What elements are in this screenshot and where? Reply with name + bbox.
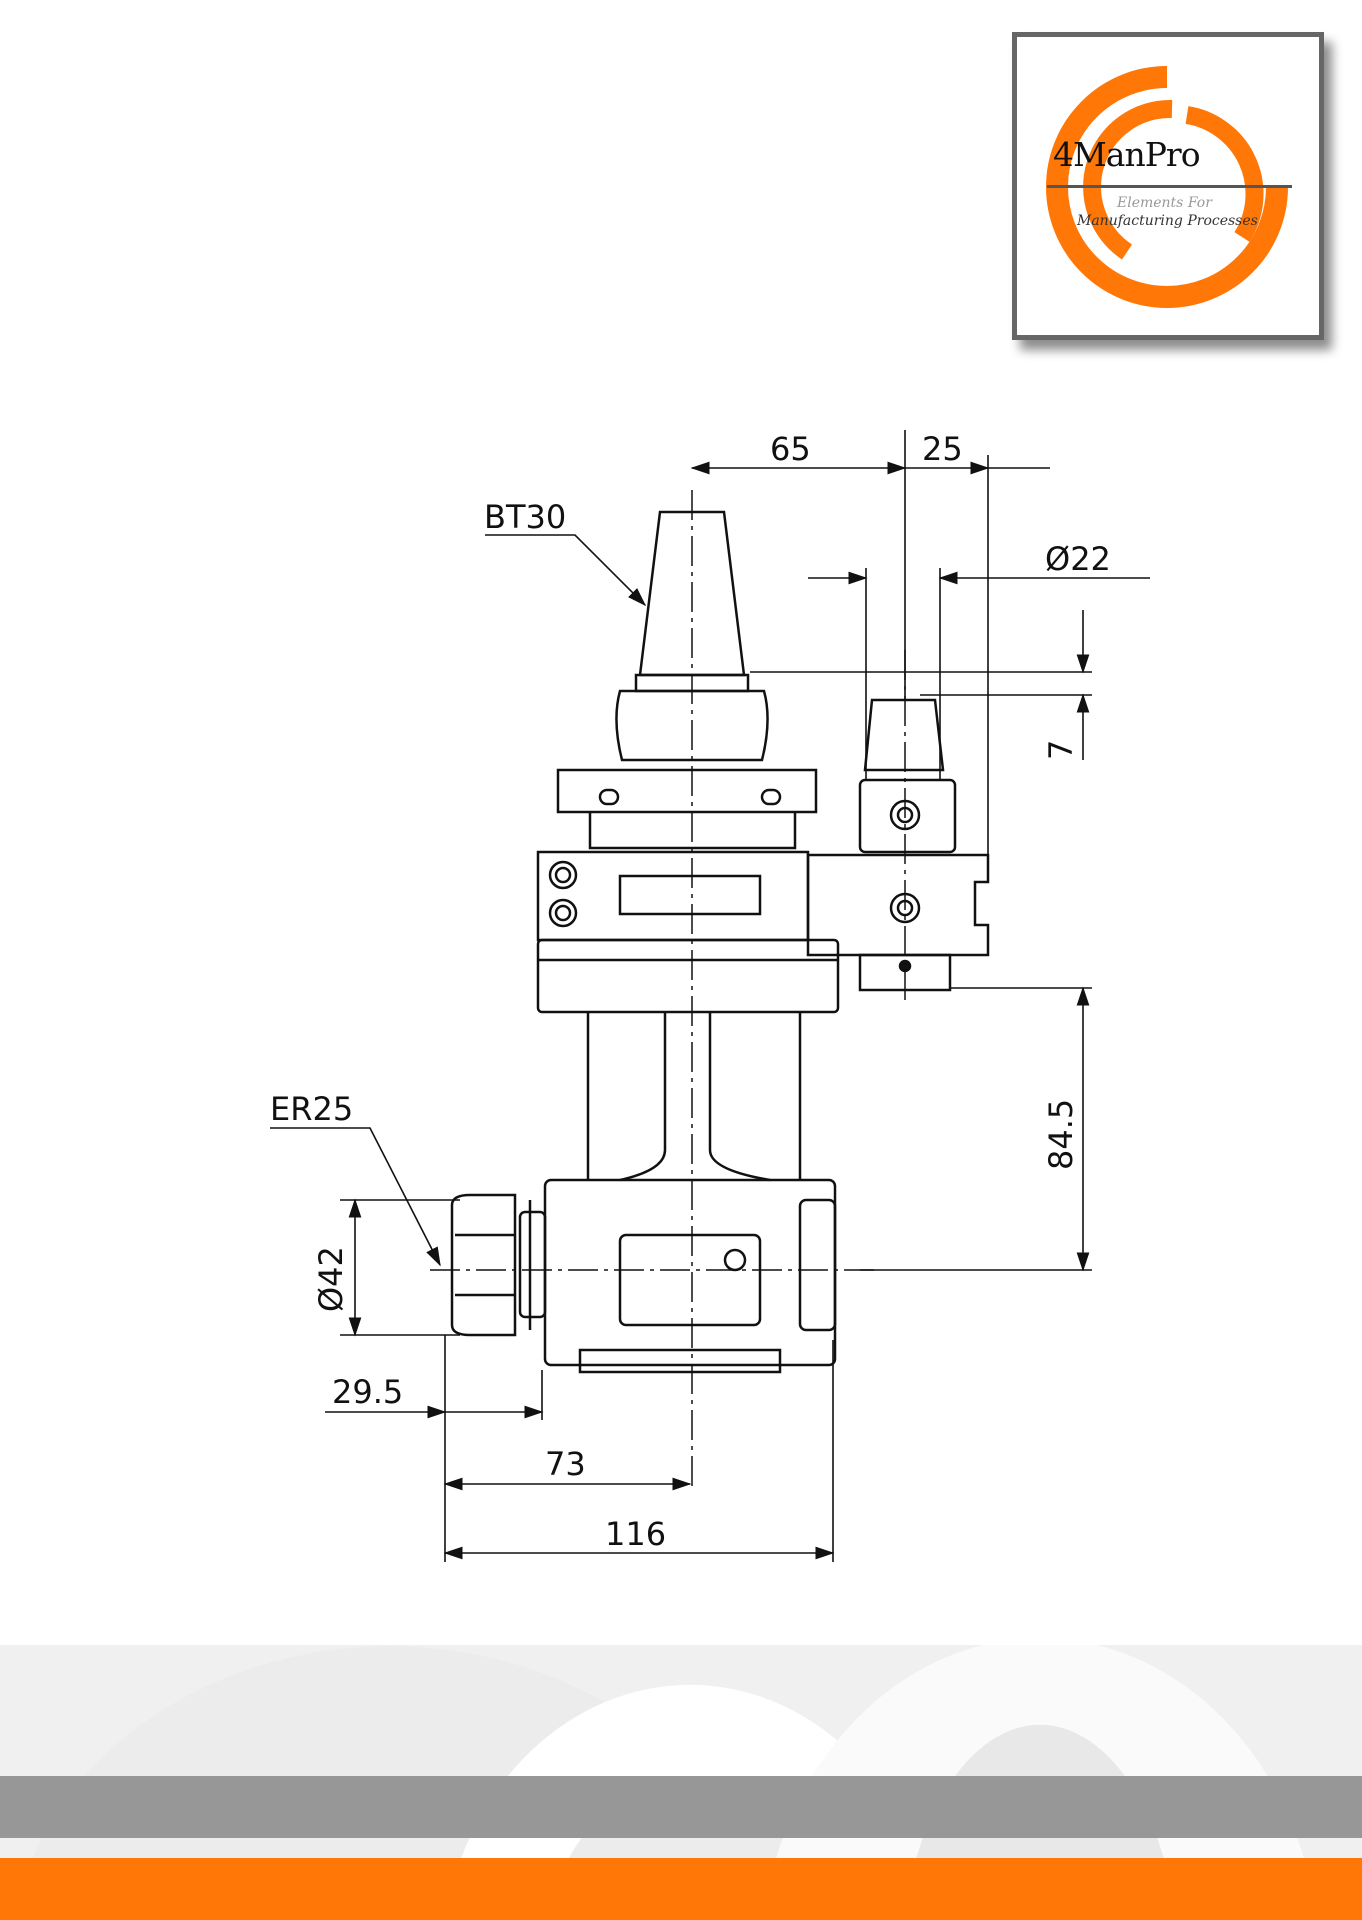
footer-orange-band bbox=[0, 1858, 1362, 1920]
logo-rings-icon bbox=[1046, 66, 1288, 308]
rear-cap bbox=[798, 1198, 837, 1332]
logo-tagline-1: Elements For bbox=[1117, 195, 1212, 211]
dim-dia42: Ø42 bbox=[312, 1246, 350, 1312]
er25-collet-nut bbox=[450, 1193, 532, 1337]
dim-84-5: 84.5 bbox=[1042, 1099, 1080, 1170]
pull-flange bbox=[615, 689, 769, 762]
center-lines bbox=[430, 490, 906, 1490]
stop-pin bbox=[863, 698, 945, 772]
lower-ring bbox=[536, 938, 840, 1014]
technical-drawing: BT30 65 25 Ø22 7 84.5 ER25 Ø42 29.5 73 1… bbox=[270, 430, 1150, 1562]
housing bbox=[536, 850, 810, 942]
tool-holder-outline bbox=[450, 510, 990, 1374]
dim-dia22: Ø22 bbox=[1045, 540, 1111, 578]
dim-73: 73 bbox=[545, 1445, 586, 1483]
footer-gray-band bbox=[0, 1776, 1362, 1838]
dimension-lines bbox=[270, 430, 1150, 1562]
logo-tagline-2: Manufacturing Processes bbox=[1077, 213, 1258, 229]
angle-head bbox=[543, 1178, 837, 1367]
logo-name: 4ManPro bbox=[1053, 135, 1201, 174]
dim-7: 7 bbox=[1042, 740, 1080, 760]
dimension-labels: BT30 65 25 Ø22 7 84.5 ER25 Ø42 29.5 73 1… bbox=[270, 430, 1111, 1553]
nameplate bbox=[618, 1233, 762, 1327]
main-flange bbox=[556, 768, 818, 814]
dim-116: 116 bbox=[605, 1515, 666, 1553]
company-logo: 4ManPro Elements For Manufacturing Proce… bbox=[1012, 32, 1324, 340]
label-bt30: BT30 bbox=[484, 498, 566, 536]
dim-25: 25 bbox=[922, 430, 963, 468]
logo-rule bbox=[1047, 185, 1292, 188]
dim-65: 65 bbox=[770, 430, 811, 468]
dim-29-5: 29.5 bbox=[332, 1373, 403, 1411]
label-er25: ER25 bbox=[270, 1090, 353, 1128]
